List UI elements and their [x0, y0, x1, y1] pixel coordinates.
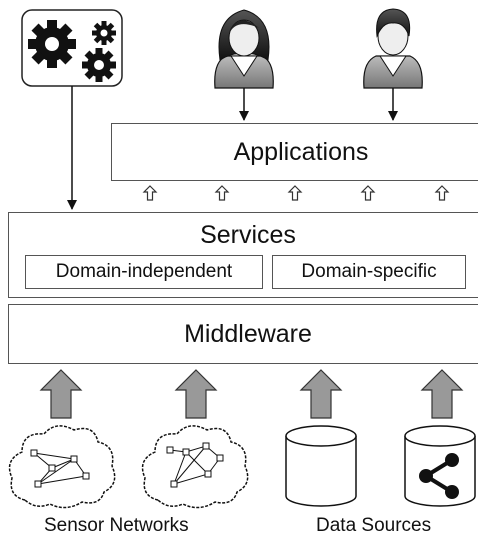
middleware-layer: Middleware — [8, 304, 478, 364]
services-layer: Services Domain-independent Domain-speci… — [8, 212, 478, 298]
services-label: Services — [200, 221, 296, 249]
sensor-network-cloud-icon — [8, 425, 116, 509]
knowledge-graph-database-icon — [404, 425, 476, 507]
middleware-label: Middleware — [184, 320, 312, 348]
sources-to-middleware-arrows — [39, 369, 464, 419]
applications-label: Applications — [233, 138, 369, 166]
domain-independent-services: Domain-independent — [25, 255, 263, 289]
gears-icon — [21, 9, 123, 87]
sensor-network-cloud-icon — [141, 425, 249, 509]
services-to-applications-arrows — [142, 185, 450, 201]
man-user-icon — [363, 8, 423, 89]
applications-layer: Applications — [111, 123, 478, 181]
woman-user-icon — [214, 9, 274, 89]
database-icon — [285, 425, 357, 507]
sensor-networks-label: Sensor Networks — [44, 515, 189, 536]
domain-specific-services: Domain-specific — [272, 255, 466, 289]
data-sources-label: Data Sources — [316, 515, 432, 536]
